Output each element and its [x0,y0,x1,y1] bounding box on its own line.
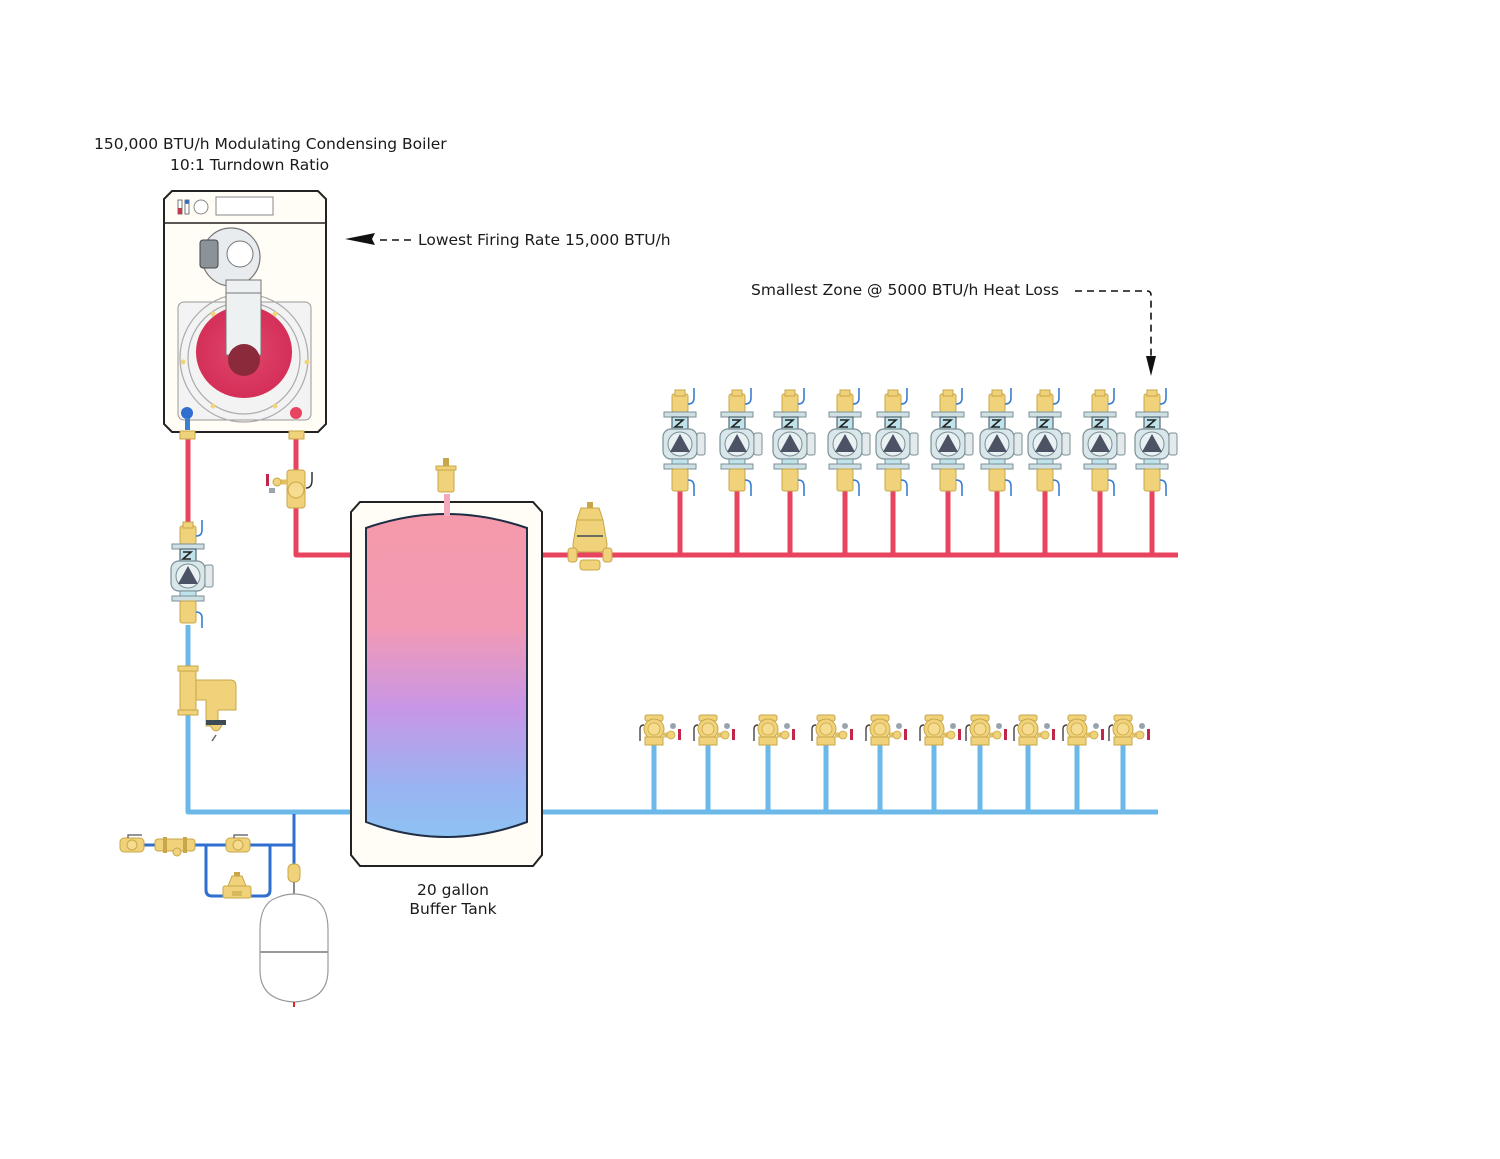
boiler[interactable] [163,190,327,440]
expansion-tank-valve-icon[interactable] [287,863,301,883]
zone-circulator-pump-icon[interactable] [827,387,871,497]
zone-circulator-pump-icon[interactable] [930,387,974,497]
zone-circulator-pump-icon[interactable] [1082,387,1126,497]
zone-return-ball-valve-icon[interactable] [1109,715,1150,745]
buffer-tank-volume: 20 gallon [417,881,489,899]
boiler-circulator-pump-icon[interactable] [170,519,214,629]
air-separator-icon[interactable] [567,502,613,571]
boiler-return-connection [181,407,193,419]
return-branches [651,745,1126,812]
zone-return-ball-valve-icon[interactable] [1014,715,1055,745]
boiler-title: 150,000 BTU/h Modulating Condensing Boil… [94,135,447,153]
boiler-supply-valve[interactable] [266,469,313,509]
zone-return-valves [640,715,1150,745]
zone-circulator-pump-icon[interactable] [1027,387,1071,497]
backflow-preventer-icon[interactable] [154,837,196,857]
zone-return-ball-valve-icon[interactable] [1063,715,1104,745]
pressure-reducing-valve-icon[interactable] [222,872,252,899]
smallest-zone-note: Smallest Zone @ 5000 BTU/h Heat Loss [751,281,1059,299]
return-piping [185,625,1158,815]
boiler-supply-connection [290,407,302,419]
tank-air-vent-icon[interactable] [435,458,457,493]
zone-circulators [662,387,1178,497]
zone-return-ball-valve-icon[interactable] [812,715,853,745]
buffer-tank-label: Buffer Tank [409,900,497,918]
buffer-tank[interactable] [350,494,543,867]
firing-rate-arrow [345,233,416,245]
boiler-control-panel[interactable] [177,196,274,216]
zone-circulator-pump-icon[interactable] [772,387,816,497]
zone-return-ball-valve-icon[interactable] [694,715,735,745]
lowest-firing-rate-note: Lowest Firing Rate 15,000 BTU/h [418,231,671,249]
boiler-turndown: 10:1 Turndown Ratio [170,156,330,174]
expansion-tank-icon[interactable] [259,882,329,1007]
zone-return-ball-valve-icon[interactable] [866,715,907,745]
boiler-return-stub-blue [185,418,190,430]
zone-return-ball-valve-icon[interactable] [640,715,681,745]
fill-ball-valve-icon[interactable] [119,834,145,853]
fill-piping [140,814,296,898]
dirt-separator-icon[interactable] [177,665,237,742]
smallest-zone-arrow [1075,290,1156,376]
boiler-display [215,196,274,216]
zone-circulator-pump-icon[interactable] [1134,387,1178,497]
zone-circulator-pump-icon[interactable] [662,387,706,497]
zone-return-ball-valve-icon[interactable] [920,715,961,745]
zone-circulator-pump-icon[interactable] [719,387,763,497]
zone-return-ball-valve-icon[interactable] [754,715,795,745]
boiler-supply-pipe [293,420,352,558]
supply-branches [677,490,1155,555]
zone-return-ball-valve-icon[interactable] [966,715,1007,745]
zone-circulator-pump-icon[interactable] [979,387,1023,497]
zone-circulator-pump-icon[interactable] [875,387,919,497]
isolation-ball-valve-icon[interactable] [225,834,251,853]
